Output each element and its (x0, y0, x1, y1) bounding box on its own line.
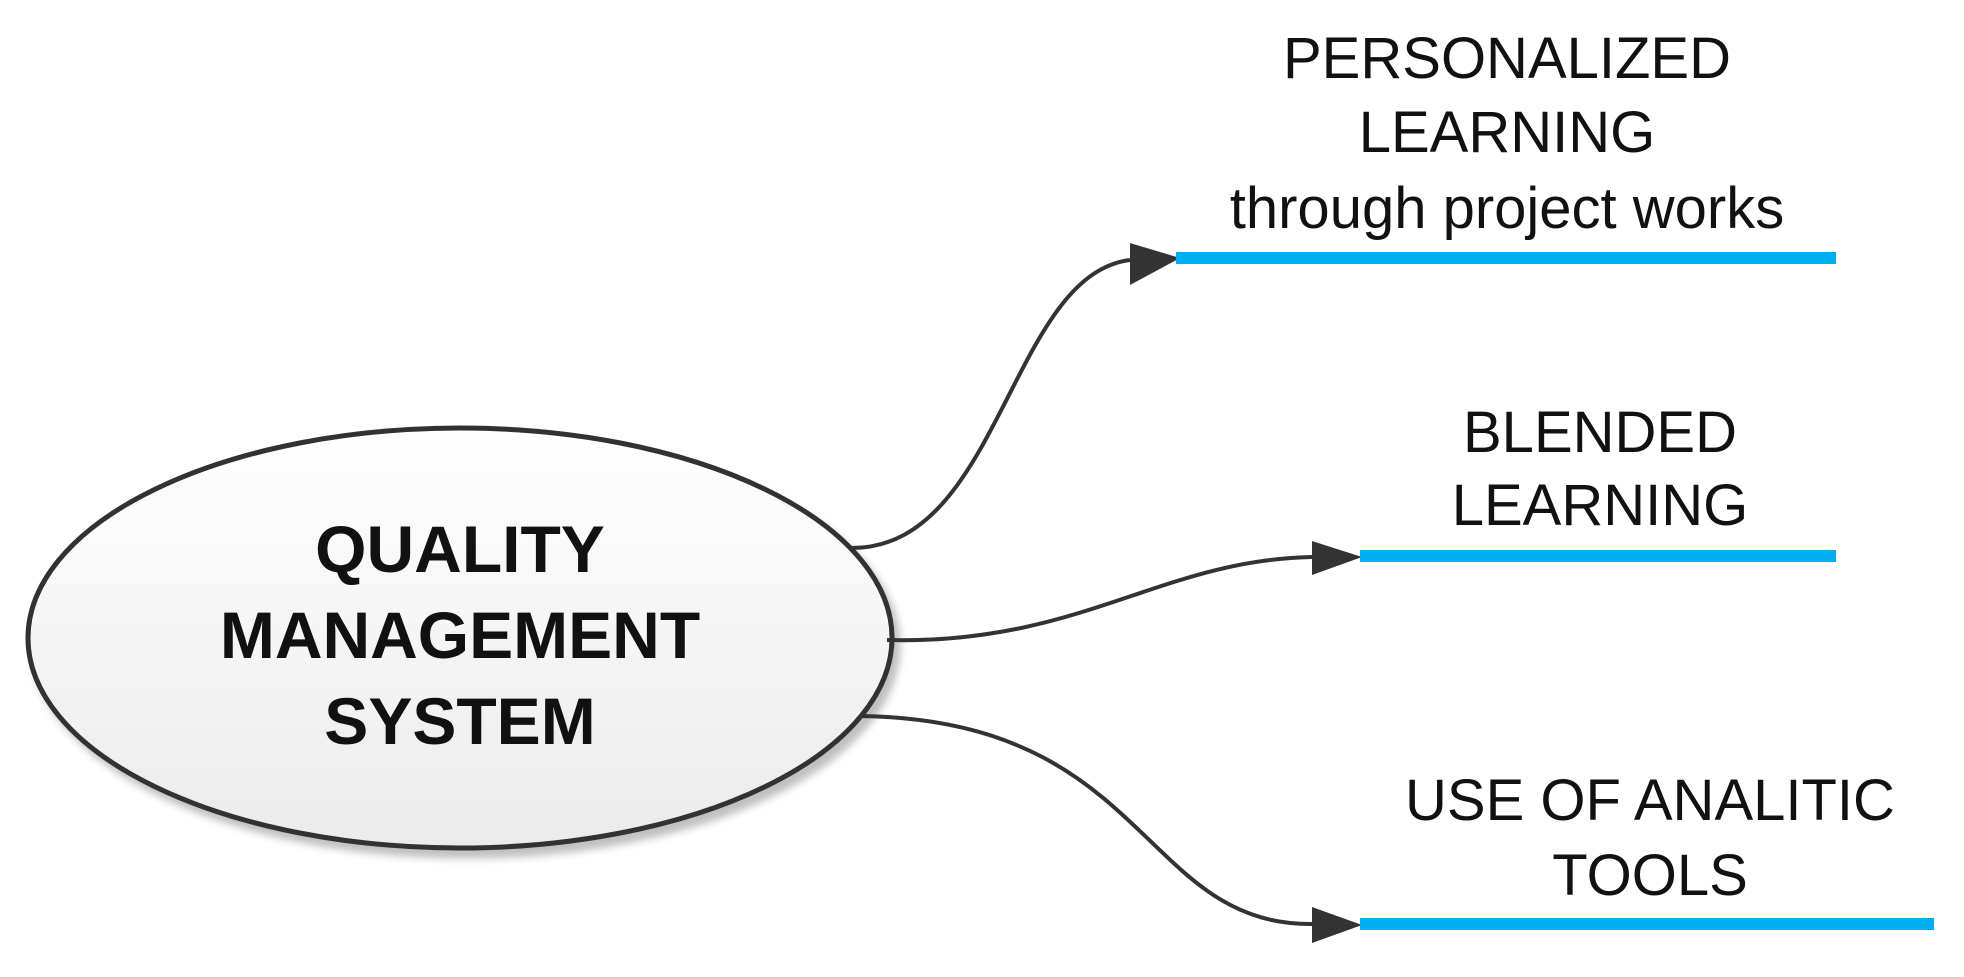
central-topic-ellipse (25, 425, 895, 851)
branch-1-line-1: PERSONALIZED (1283, 26, 1731, 91)
branch-2-line-1: BLENDED (1463, 400, 1737, 465)
central-topic-line-2: MANAGEMENT (220, 598, 700, 672)
arrowhead-2 (1312, 541, 1362, 575)
branch-personalized-learning: PERSONALIZED LEARNING through project wo… (1176, 26, 1836, 264)
central-topic-line-3: SYSTEM (324, 684, 595, 758)
branch-3-underline (1360, 918, 1934, 930)
connector-3 (859, 714, 1362, 943)
branch-blended-learning: BLENDED LEARNING (1360, 400, 1836, 562)
arrowhead-1 (1130, 243, 1180, 285)
branch-1-line-2: LEARNING (1359, 100, 1656, 165)
central-topic-line-1: QUALITY (315, 512, 605, 586)
branch-3-line-2: TOOLS (1552, 843, 1748, 908)
branch-1-line-3: through project works (1230, 176, 1784, 241)
connector-1 (851, 243, 1180, 550)
branch-2-underline (1360, 550, 1836, 562)
branch-3-line-1: USE OF ANALITIC (1405, 768, 1895, 833)
branch-analitic-tools: USE OF ANALITIC TOOLS (1360, 768, 1934, 930)
branch-1-underline (1176, 252, 1836, 264)
connector-2 (886, 541, 1362, 643)
arrowhead-3 (1312, 907, 1362, 943)
central-topic: QUALITY MANAGEMENT SYSTEM (25, 425, 895, 851)
branch-2-line-2: LEARNING (1452, 473, 1749, 538)
